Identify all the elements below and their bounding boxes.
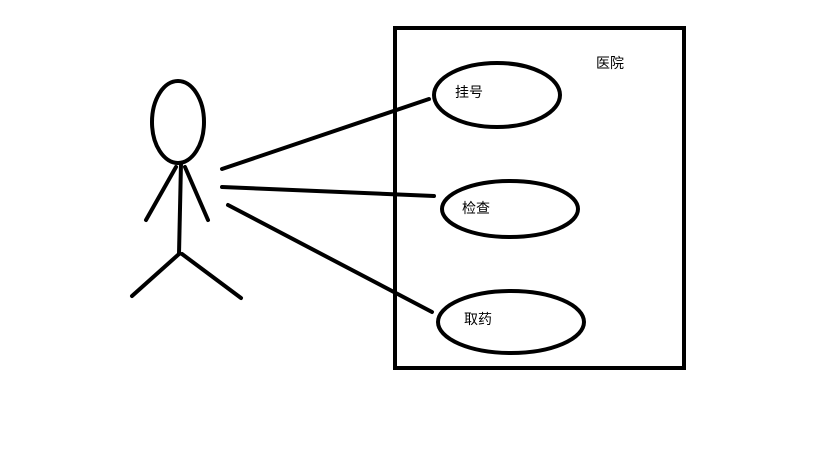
use-case-ellipse <box>436 289 586 355</box>
actor-right-leg <box>180 252 243 300</box>
use-case-examination: 检查 <box>440 179 580 239</box>
association-line-examination <box>220 185 436 198</box>
system-title: 医院 <box>596 56 624 72</box>
actor-head <box>150 79 206 165</box>
use-case-label: 取药 <box>464 312 492 328</box>
use-case-label: 检查 <box>462 201 490 217</box>
use-case-ellipse <box>440 179 580 239</box>
actor-stick-figure <box>130 79 243 300</box>
use-case-pharmacy: 取药 <box>436 289 586 355</box>
actor-body <box>177 161 183 256</box>
use-case-ellipse <box>432 61 562 129</box>
system-boundary <box>393 26 686 370</box>
use-case-label: 挂号 <box>455 85 483 101</box>
association-line-pharmacy <box>226 203 434 314</box>
actor-left-arm <box>144 165 178 222</box>
use-case-registration: 挂号 <box>432 61 562 129</box>
actor-right-arm <box>183 165 210 222</box>
association-line-registration <box>220 97 431 171</box>
actor-left-leg <box>130 252 181 298</box>
